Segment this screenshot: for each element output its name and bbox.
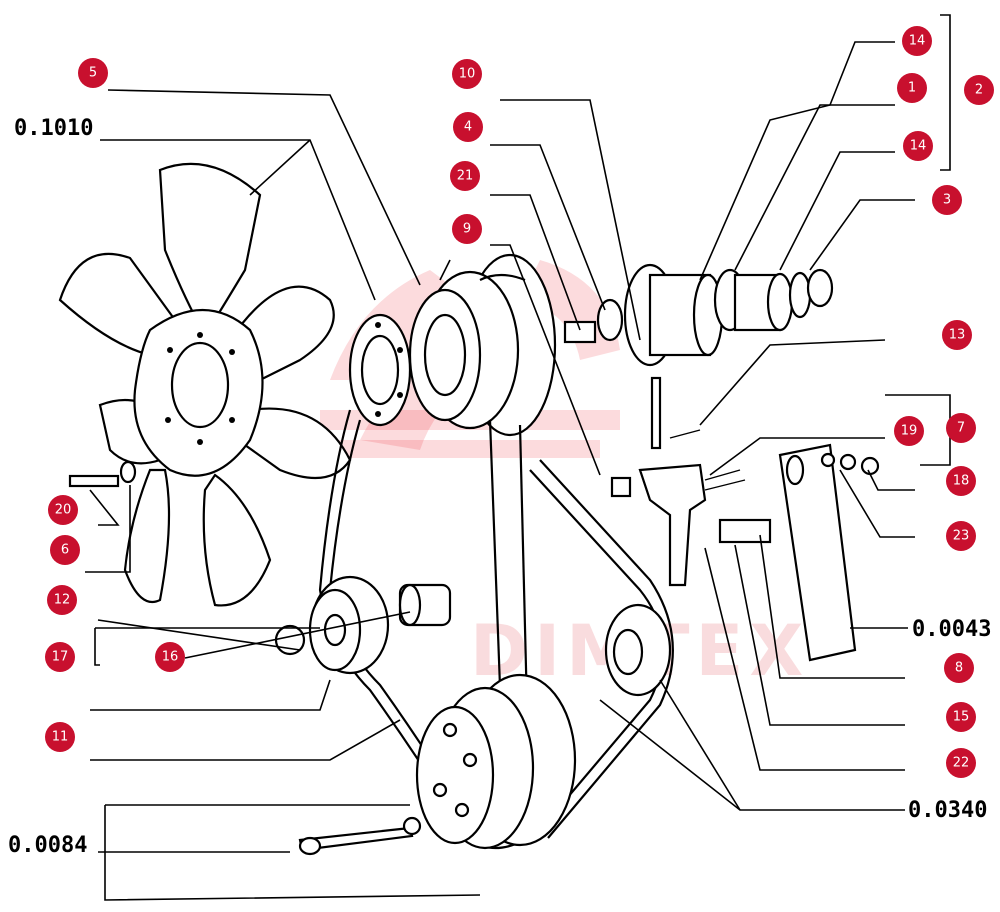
badge-17: 17 xyxy=(45,642,75,672)
lower-crank-pulley xyxy=(415,673,577,850)
idler-pulley xyxy=(604,603,672,697)
crank-pulley-upper xyxy=(408,253,557,437)
svg-text:23: 23 xyxy=(953,529,970,544)
svg-text:13: 13 xyxy=(949,328,966,343)
code-0-1010: 0.1010 xyxy=(14,116,93,141)
svg-text:12: 12 xyxy=(54,593,71,608)
badge-9: 9 xyxy=(452,214,482,244)
svg-text:11: 11 xyxy=(52,730,69,745)
badge-21: 21 xyxy=(450,161,480,191)
badge-2: 2 xyxy=(964,75,994,105)
badge-11: 11 xyxy=(45,722,75,752)
svg-text:16: 16 xyxy=(162,650,179,665)
badge-4: 4 xyxy=(453,112,483,142)
badge-6: 6 xyxy=(50,535,80,565)
badge-23: 23 xyxy=(946,521,976,551)
badge-1: 1 xyxy=(897,73,927,103)
assembly-codes: 0.1010 0.0043 0.0340 0.0084 xyxy=(8,116,991,858)
long-bolt-0084 xyxy=(298,816,422,856)
svg-text:6: 6 xyxy=(61,543,69,558)
svg-text:17: 17 xyxy=(52,650,69,665)
svg-text:20: 20 xyxy=(55,503,72,518)
badge-8: 8 xyxy=(944,653,974,683)
svg-text:19: 19 xyxy=(901,424,918,439)
badge-13: 13 xyxy=(942,320,972,350)
fan xyxy=(58,162,352,607)
svg-text:8: 8 xyxy=(955,661,963,676)
svg-text:3: 3 xyxy=(943,193,951,208)
badge-14b: 14 xyxy=(903,131,933,161)
svg-text:21: 21 xyxy=(457,169,474,184)
badge-18: 18 xyxy=(946,466,976,496)
badge-3: 3 xyxy=(932,185,962,215)
badge-7: 7 xyxy=(946,413,976,443)
svg-text:10: 10 xyxy=(459,67,476,82)
code-0-0043: 0.0043 xyxy=(912,617,991,642)
svg-text:4: 4 xyxy=(464,120,472,135)
badge-19: 19 xyxy=(894,416,924,446)
badge-12: 12 xyxy=(47,585,77,615)
leader-lines xyxy=(85,14,951,901)
svg-text:9: 9 xyxy=(463,222,471,237)
svg-text:14: 14 xyxy=(910,139,927,154)
svg-text:7: 7 xyxy=(957,421,965,436)
bracket-plate xyxy=(610,443,880,662)
hub-flange xyxy=(348,313,412,427)
svg-text:18: 18 xyxy=(953,474,970,489)
badge-15: 15 xyxy=(946,702,976,732)
svg-text:14: 14 xyxy=(909,34,926,49)
alternator-pulley xyxy=(274,575,452,675)
bolt-20 xyxy=(68,460,137,488)
pump-assembly xyxy=(563,263,834,450)
badge-5: 5 xyxy=(78,58,108,88)
badge-10: 10 xyxy=(452,59,482,89)
svg-text:15: 15 xyxy=(953,710,970,725)
svg-text:1: 1 xyxy=(908,81,916,96)
svg-text:5: 5 xyxy=(89,66,97,81)
svg-text:2: 2 xyxy=(975,83,983,98)
part-badges: 5 10 4 21 9 14 1 2 14 3 13 19 7 18 23 8 … xyxy=(45,26,994,778)
badge-14a: 14 xyxy=(902,26,932,56)
svg-text:22: 22 xyxy=(953,756,970,771)
badge-22: 22 xyxy=(946,748,976,778)
code-0-0084: 0.0084 xyxy=(8,833,87,858)
badge-16: 16 xyxy=(155,642,185,672)
badge-20: 20 xyxy=(48,495,78,525)
code-0-0340: 0.0340 xyxy=(908,798,987,823)
